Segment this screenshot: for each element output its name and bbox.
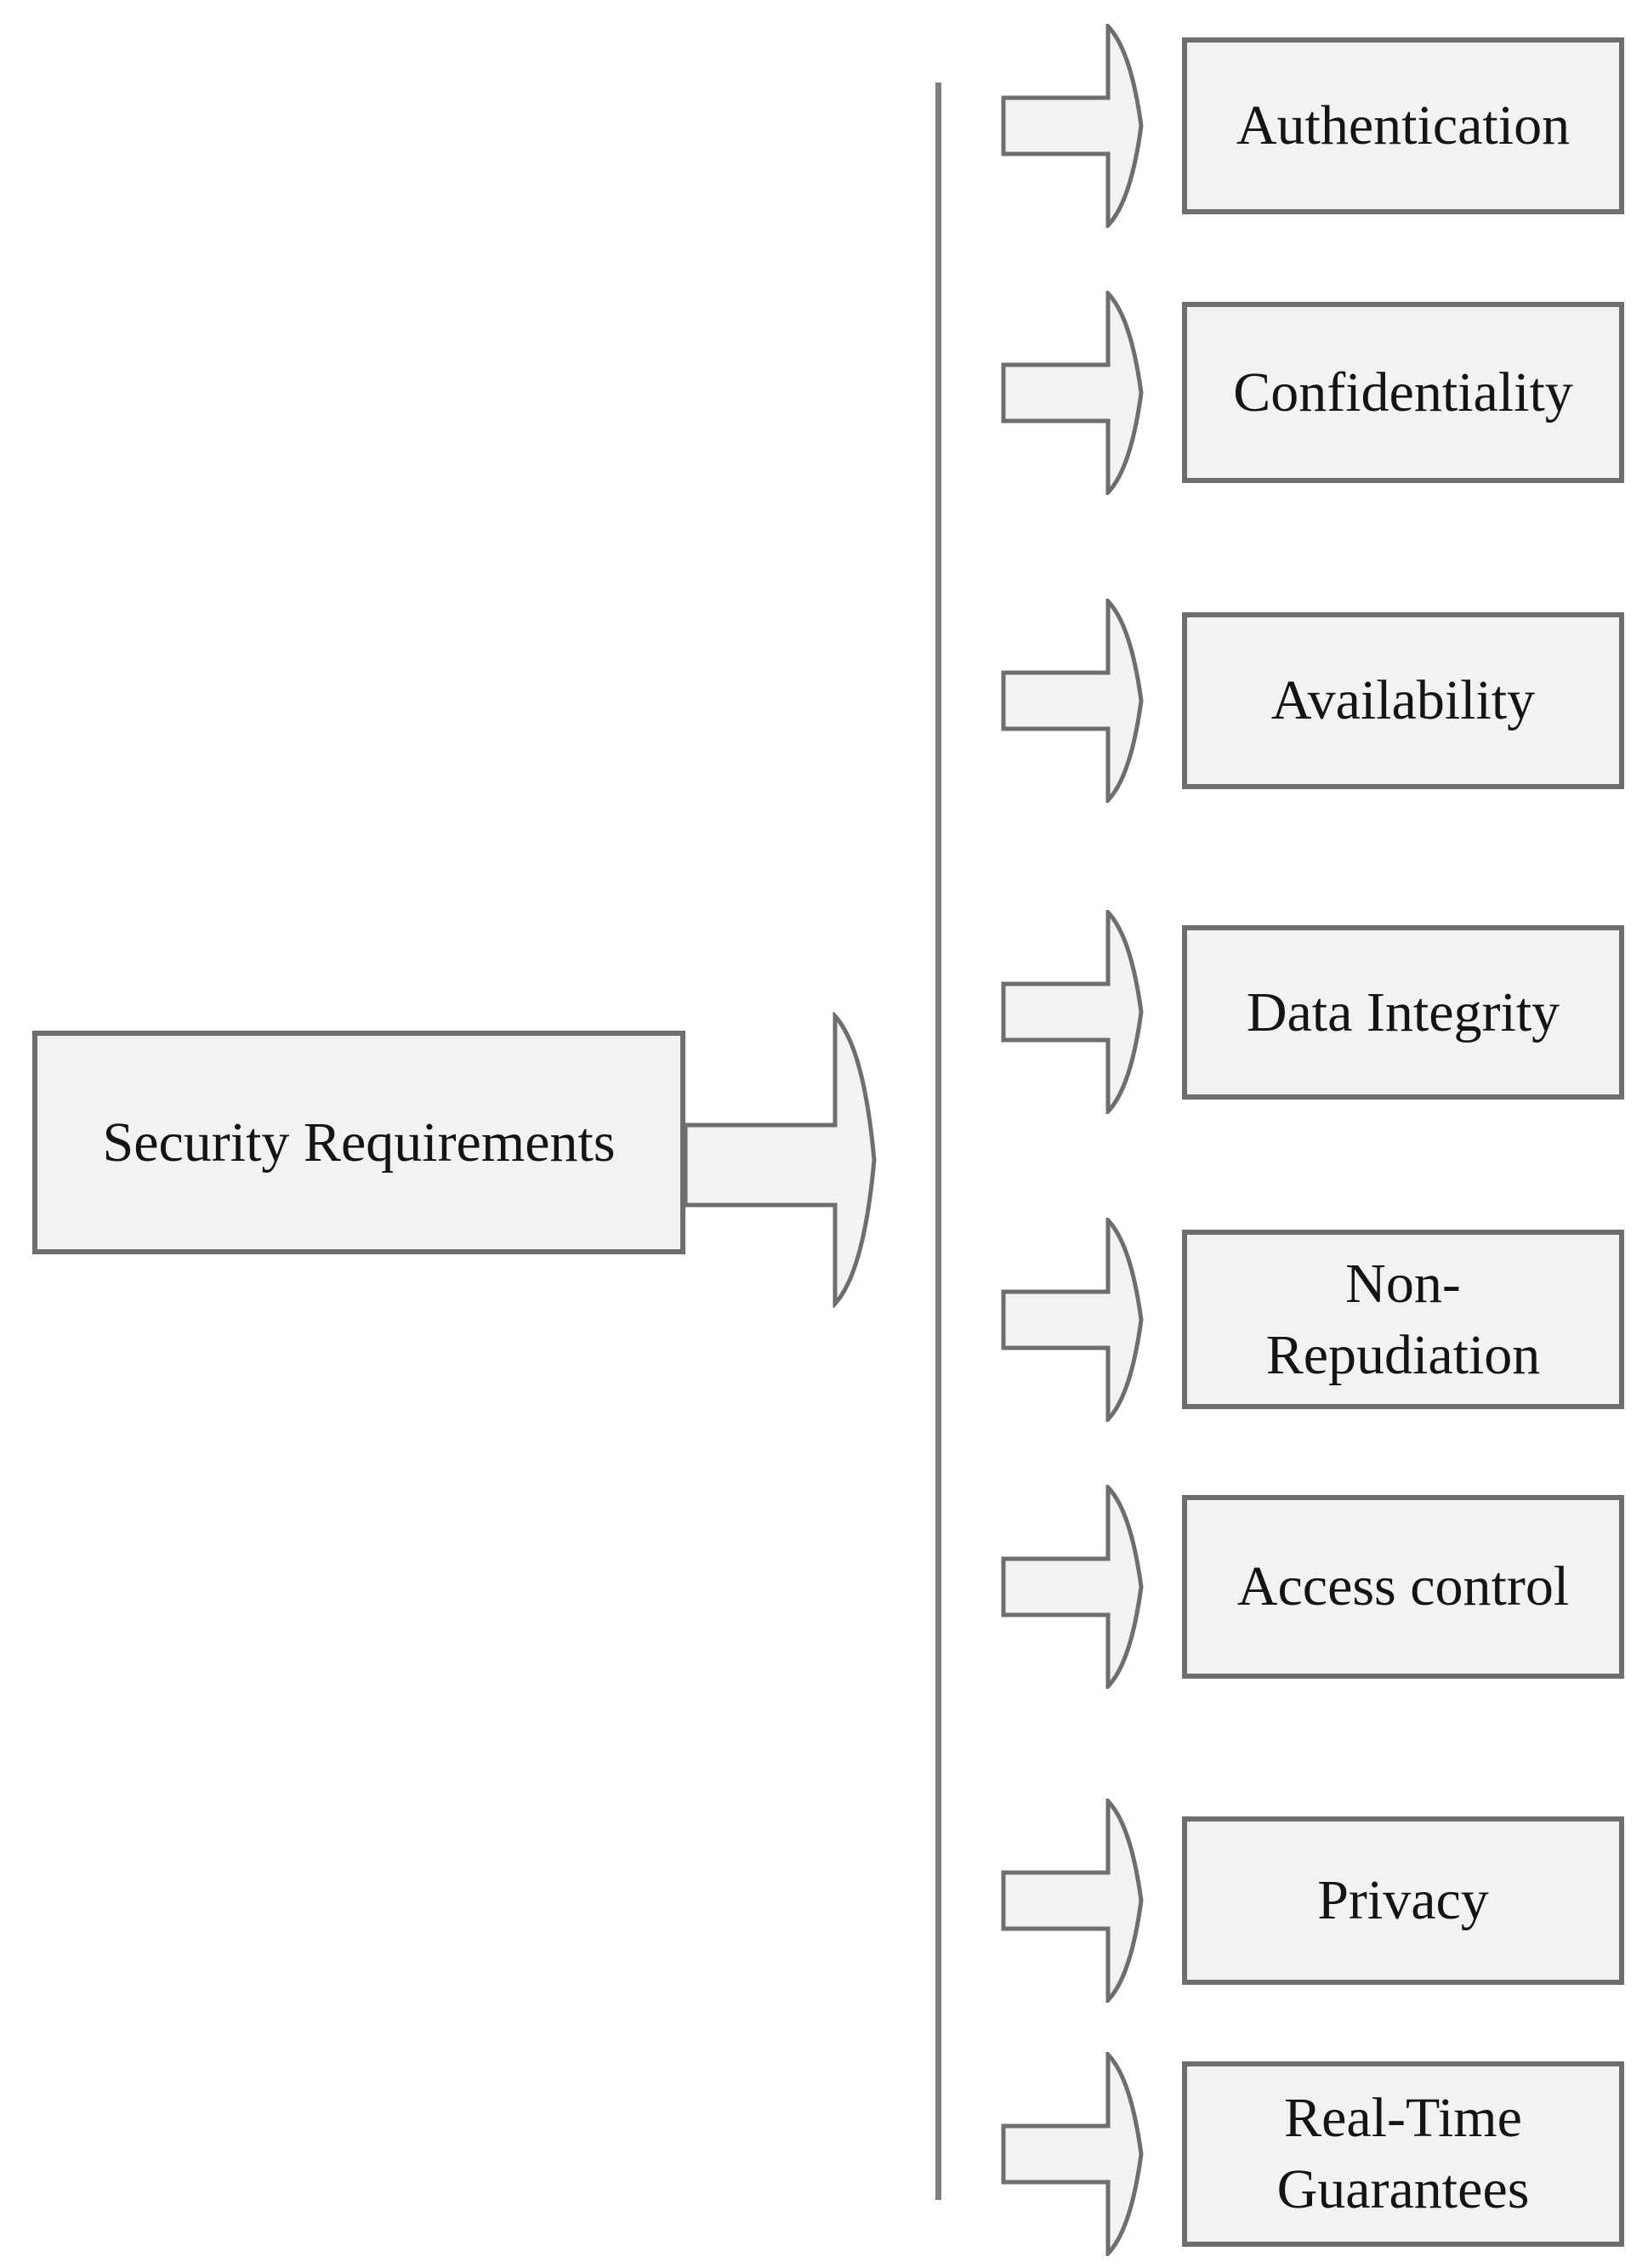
right-block-arrow-icon [1001, 1799, 1144, 2003]
node-confidentiality-label: Confidentiality [1233, 361, 1573, 423]
node-data-integrity-label: Data Integrity [1246, 981, 1560, 1043]
right-block-arrow-icon [1001, 910, 1144, 1114]
node-non-repudiation-label: Non- Repudiation [1265, 1252, 1541, 1386]
right-block-arrow-icon [1001, 24, 1144, 228]
node-access-control-label: Access control [1236, 1555, 1570, 1618]
node-real-time-guarantees-label: Real-Time Guarantees [1276, 2087, 1530, 2220]
node-non-repudiation: Non- Repudiation [1182, 1230, 1624, 1409]
right-block-arrow-icon [1001, 1485, 1144, 1689]
node-security-requirements: Security Requirements [32, 1031, 685, 1254]
node-privacy-label: Privacy [1317, 1869, 1489, 1932]
right-block-arrow-icon [1001, 1218, 1144, 1422]
node-security-requirements-label: Security Requirements [102, 1111, 616, 1174]
node-authentication: Authentication [1182, 37, 1624, 214]
node-real-time-guarantees: Real-Time Guarantees [1182, 2061, 1624, 2247]
node-authentication-label: Authentication [1236, 94, 1571, 157]
right-block-arrow-icon [1001, 2052, 1144, 2256]
node-privacy: Privacy [1182, 1816, 1624, 1985]
node-availability: Availability [1182, 612, 1624, 789]
node-data-integrity: Data Integrity [1182, 925, 1624, 1100]
right-block-arrow-icon [1001, 599, 1144, 803]
branch-line [935, 82, 941, 2200]
node-access-control: Access control [1182, 1495, 1624, 1679]
main-right-block-arrow-icon [683, 1012, 877, 1308]
node-availability-label: Availability [1270, 669, 1536, 732]
right-block-arrow-icon [1001, 291, 1144, 495]
node-confidentiality: Confidentiality [1182, 302, 1624, 483]
